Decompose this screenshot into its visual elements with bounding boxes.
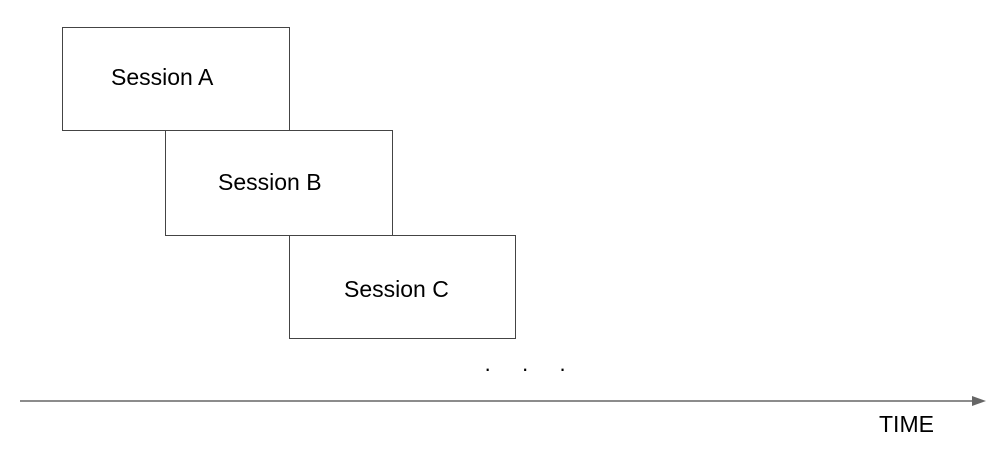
session-c-box: Session C <box>289 235 516 339</box>
time-axis-arrowhead <box>972 396 986 406</box>
session-a-label: Session A <box>111 64 214 90</box>
session-c-label: Session C <box>344 276 449 302</box>
session-b-label: Session B <box>218 169 322 195</box>
session-b-box: Session B <box>165 130 393 236</box>
continuation-ellipsis: · · · <box>484 356 579 381</box>
time-axis-label: TIME <box>879 411 934 437</box>
session-a-box: Session A <box>62 27 290 131</box>
